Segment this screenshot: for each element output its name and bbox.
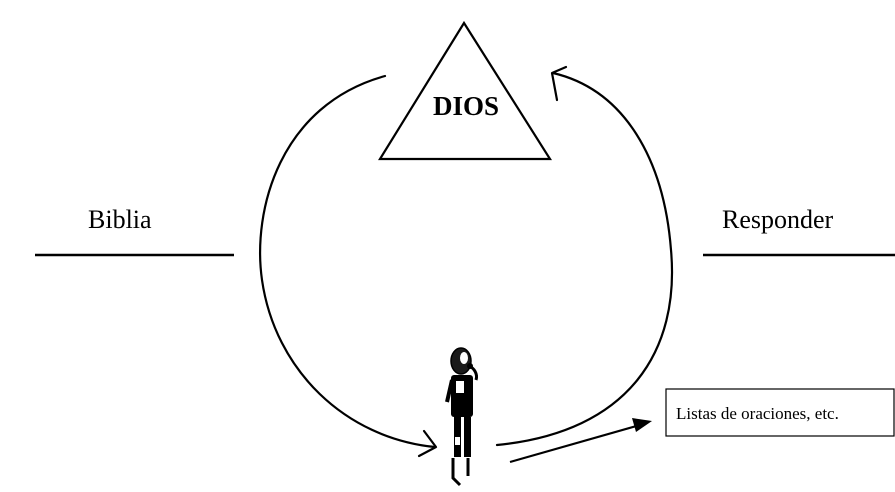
arrowhead-icon — [552, 67, 566, 100]
god-triangle: DIOS — [380, 23, 550, 159]
arrowhead-icon — [419, 431, 436, 456]
bible-section: Biblia — [35, 205, 234, 255]
god-label: DIOS — [433, 91, 499, 121]
respond-label: Responder — [722, 205, 834, 234]
bible-label: Biblia — [88, 205, 152, 234]
respond-section: Responder — [703, 205, 895, 255]
arrowhead-icon — [632, 418, 652, 432]
prayer-list-label: Listas de oraciones, etc. — [676, 404, 839, 423]
person-figure-icon — [447, 348, 477, 485]
prayer-list-box: Listas de oraciones, etc. — [666, 389, 894, 436]
